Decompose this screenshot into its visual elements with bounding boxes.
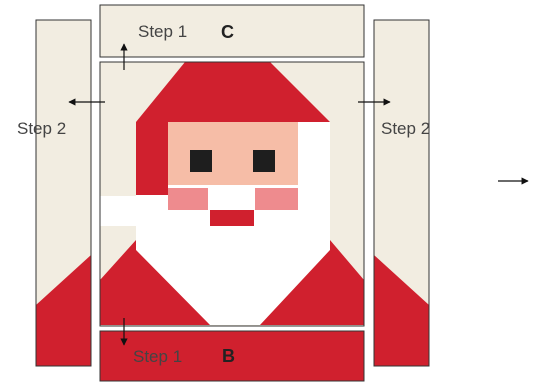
right-eye bbox=[253, 150, 275, 172]
left-step-label: Step 2 bbox=[17, 119, 66, 138]
top-letter-label: C bbox=[221, 22, 234, 42]
santa-mouth bbox=[210, 210, 254, 226]
top-step-label: Step 1 bbox=[138, 22, 187, 41]
top-strip-c: Step 1 C bbox=[100, 5, 364, 57]
bottom-strip-b: Step 1 B bbox=[100, 331, 364, 381]
left-side-strip bbox=[36, 20, 91, 366]
right-cheek bbox=[255, 188, 298, 210]
left-eye bbox=[190, 150, 212, 172]
bottom-letter-label: B bbox=[222, 346, 235, 366]
left-cheek bbox=[168, 188, 208, 210]
santa-face bbox=[168, 122, 298, 185]
santa-center-block bbox=[100, 62, 364, 326]
hat-pompom bbox=[100, 196, 140, 226]
right-side-strip bbox=[374, 20, 429, 366]
bottom-step-label: Step 1 bbox=[133, 347, 182, 366]
right-step-label: Step 2 bbox=[381, 119, 430, 138]
